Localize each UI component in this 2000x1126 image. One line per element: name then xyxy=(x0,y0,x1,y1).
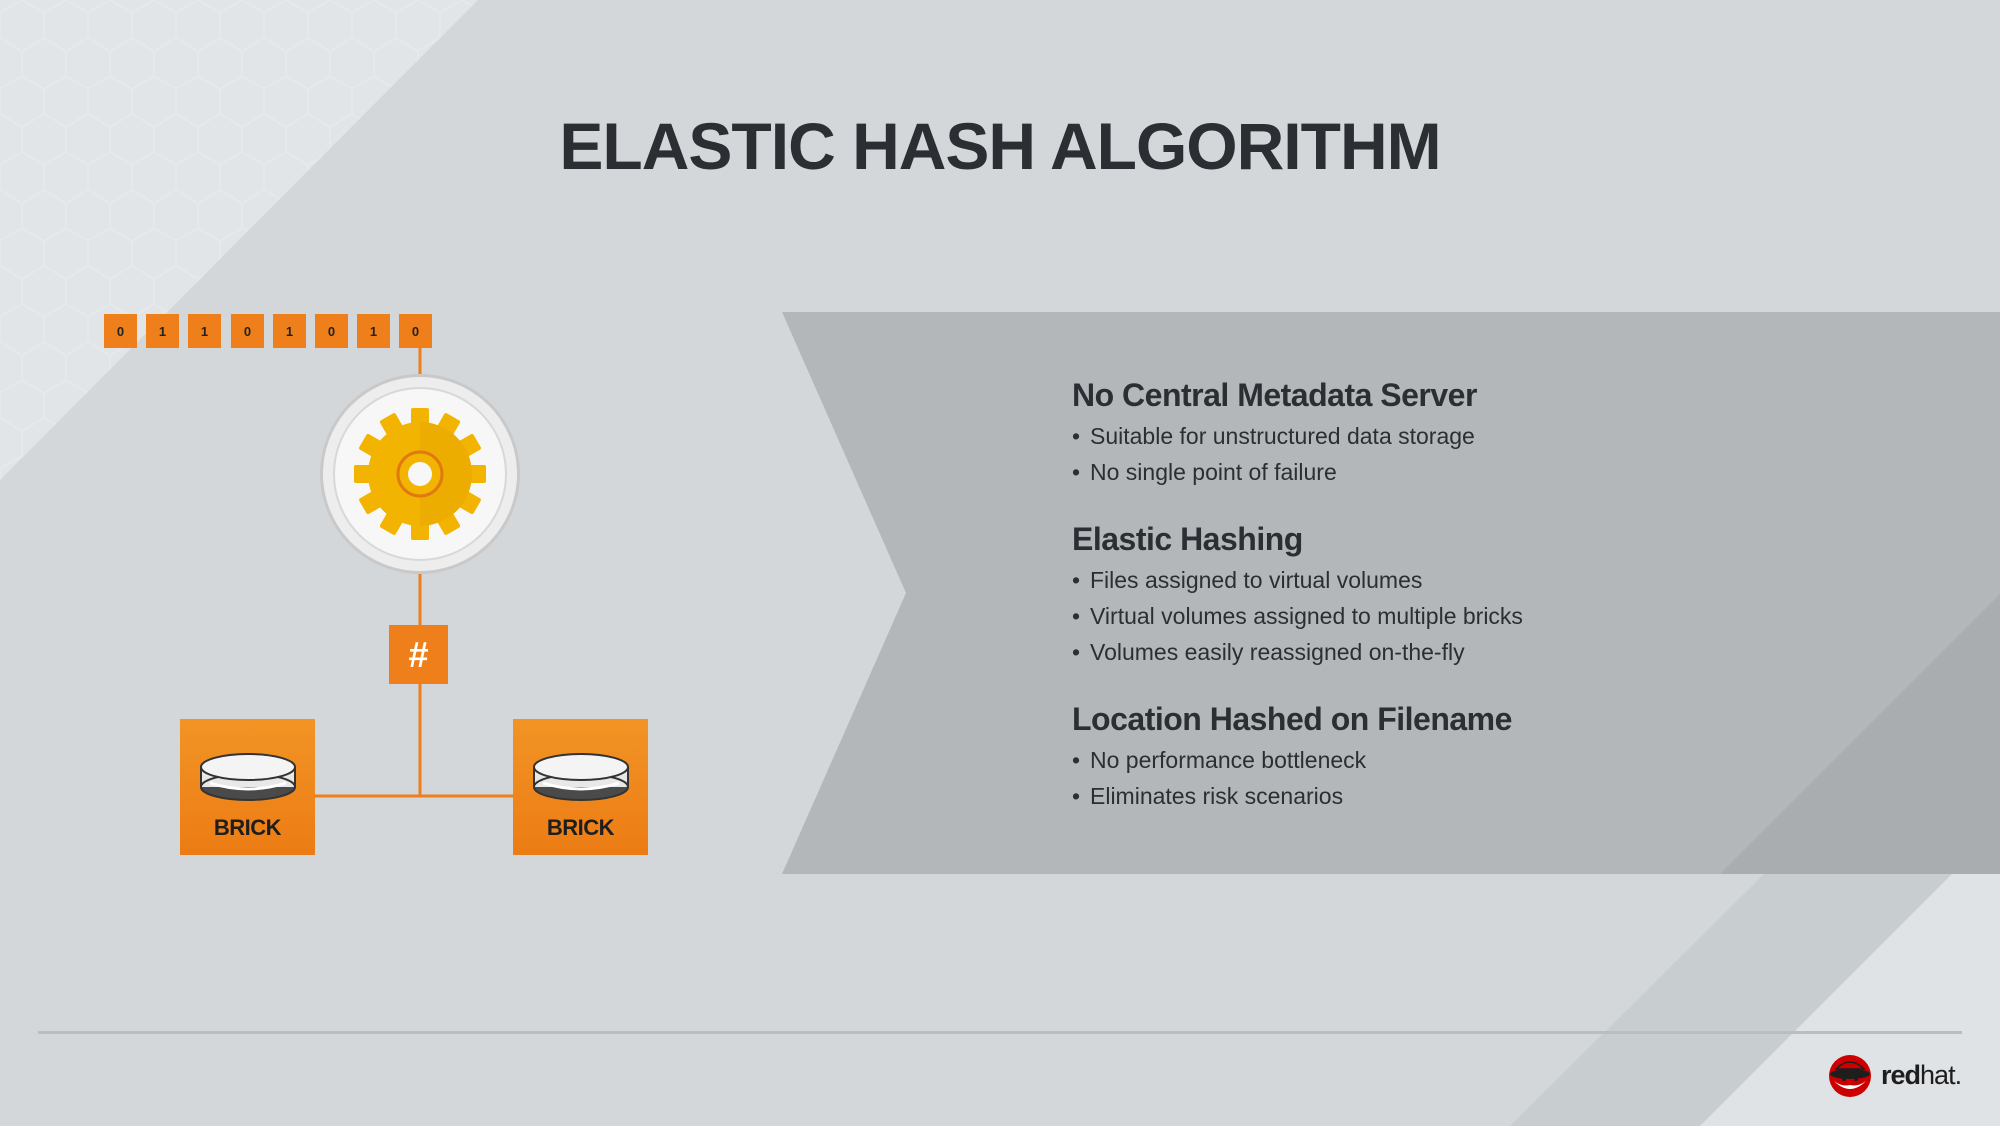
bullet-text: Eliminates risk scenarios xyxy=(1090,783,1344,809)
bit-cell: 0 xyxy=(399,314,432,348)
hash-box: # xyxy=(389,625,448,684)
brick-node: BRICK xyxy=(180,719,315,855)
bullet-text: No single point of failure xyxy=(1090,459,1337,485)
feature-section: Elastic Hashing • Files assigned to virtu… xyxy=(1072,516,1772,670)
bullet-text: Files assigned to virtual volumes xyxy=(1090,567,1423,593)
bit-cell: 0 xyxy=(104,314,137,348)
bit-cell: 1 xyxy=(188,314,221,348)
brand-wordmark: redhat. xyxy=(1881,1060,1962,1091)
bullet-item: • Files assigned to virtual volumes xyxy=(1072,562,1772,598)
section-title: Elastic Hashing xyxy=(1072,521,1303,557)
brand-bold: red xyxy=(1881,1060,1921,1090)
shadowman-icon xyxy=(1829,1055,1871,1097)
bullet-text: Virtual volumes assigned to multiple bri… xyxy=(1090,603,1523,629)
footer-divider xyxy=(38,1031,1962,1034)
bullet-item: • Eliminates risk scenarios xyxy=(1072,778,1772,814)
bullet-dot: • xyxy=(1072,423,1081,449)
bullet-text: Volumes easily reassigned on-the-fly xyxy=(1090,639,1465,665)
bit-cell: 1 xyxy=(357,314,390,348)
bullet-dot: • xyxy=(1072,603,1081,629)
redhat-logo: redhat. xyxy=(1828,1053,1968,1099)
brick-label: BRICK xyxy=(546,815,615,840)
features-panel: No Central Metadata Server • Suitable for… xyxy=(1072,372,1772,840)
bullet-dot: • xyxy=(1072,783,1081,809)
bit-cell: 1 xyxy=(273,314,306,348)
bullet-dot: • xyxy=(1072,459,1081,485)
feature-section: Location Hashed on Filename • No performa… xyxy=(1072,696,1772,814)
slide-title: ELASTIC HASH ALGORITHM xyxy=(559,109,1441,183)
bullet-item: • Virtual volumes assigned to multiple br… xyxy=(1072,598,1772,634)
bullet-dot: • xyxy=(1072,567,1081,593)
bit-cell: 1 xyxy=(146,314,179,348)
bullet-item: • Volumes easily reassigned on-the-fly xyxy=(1072,634,1772,670)
bullet-item: • No performance bottleneck xyxy=(1072,742,1772,778)
brand-light: hat. xyxy=(1920,1060,1962,1090)
bullet-dot: • xyxy=(1072,639,1081,665)
bullet-item: • Suitable for unstructured data storage xyxy=(1072,418,1772,454)
disk-icon xyxy=(533,753,629,801)
section-title: Location Hashed on Filename xyxy=(1072,701,1512,737)
gear-icon xyxy=(320,374,520,574)
feature-section: No Central Metadata Server • Suitable for… xyxy=(1072,372,1772,490)
brick-node: BRICK xyxy=(513,719,648,855)
bit-cell: 0 xyxy=(231,314,264,348)
bullet-text: Suitable for unstructured data storage xyxy=(1090,423,1475,449)
disk-icon xyxy=(200,753,296,801)
brick-label: BRICK xyxy=(213,815,282,840)
bullet-dot: • xyxy=(1072,747,1081,773)
bullet-text: No performance bottleneck xyxy=(1090,747,1367,773)
section-title: No Central Metadata Server xyxy=(1072,377,1477,413)
bullet-item: • No single point of failure xyxy=(1072,454,1772,490)
bit-cell: 0 xyxy=(315,314,348,348)
